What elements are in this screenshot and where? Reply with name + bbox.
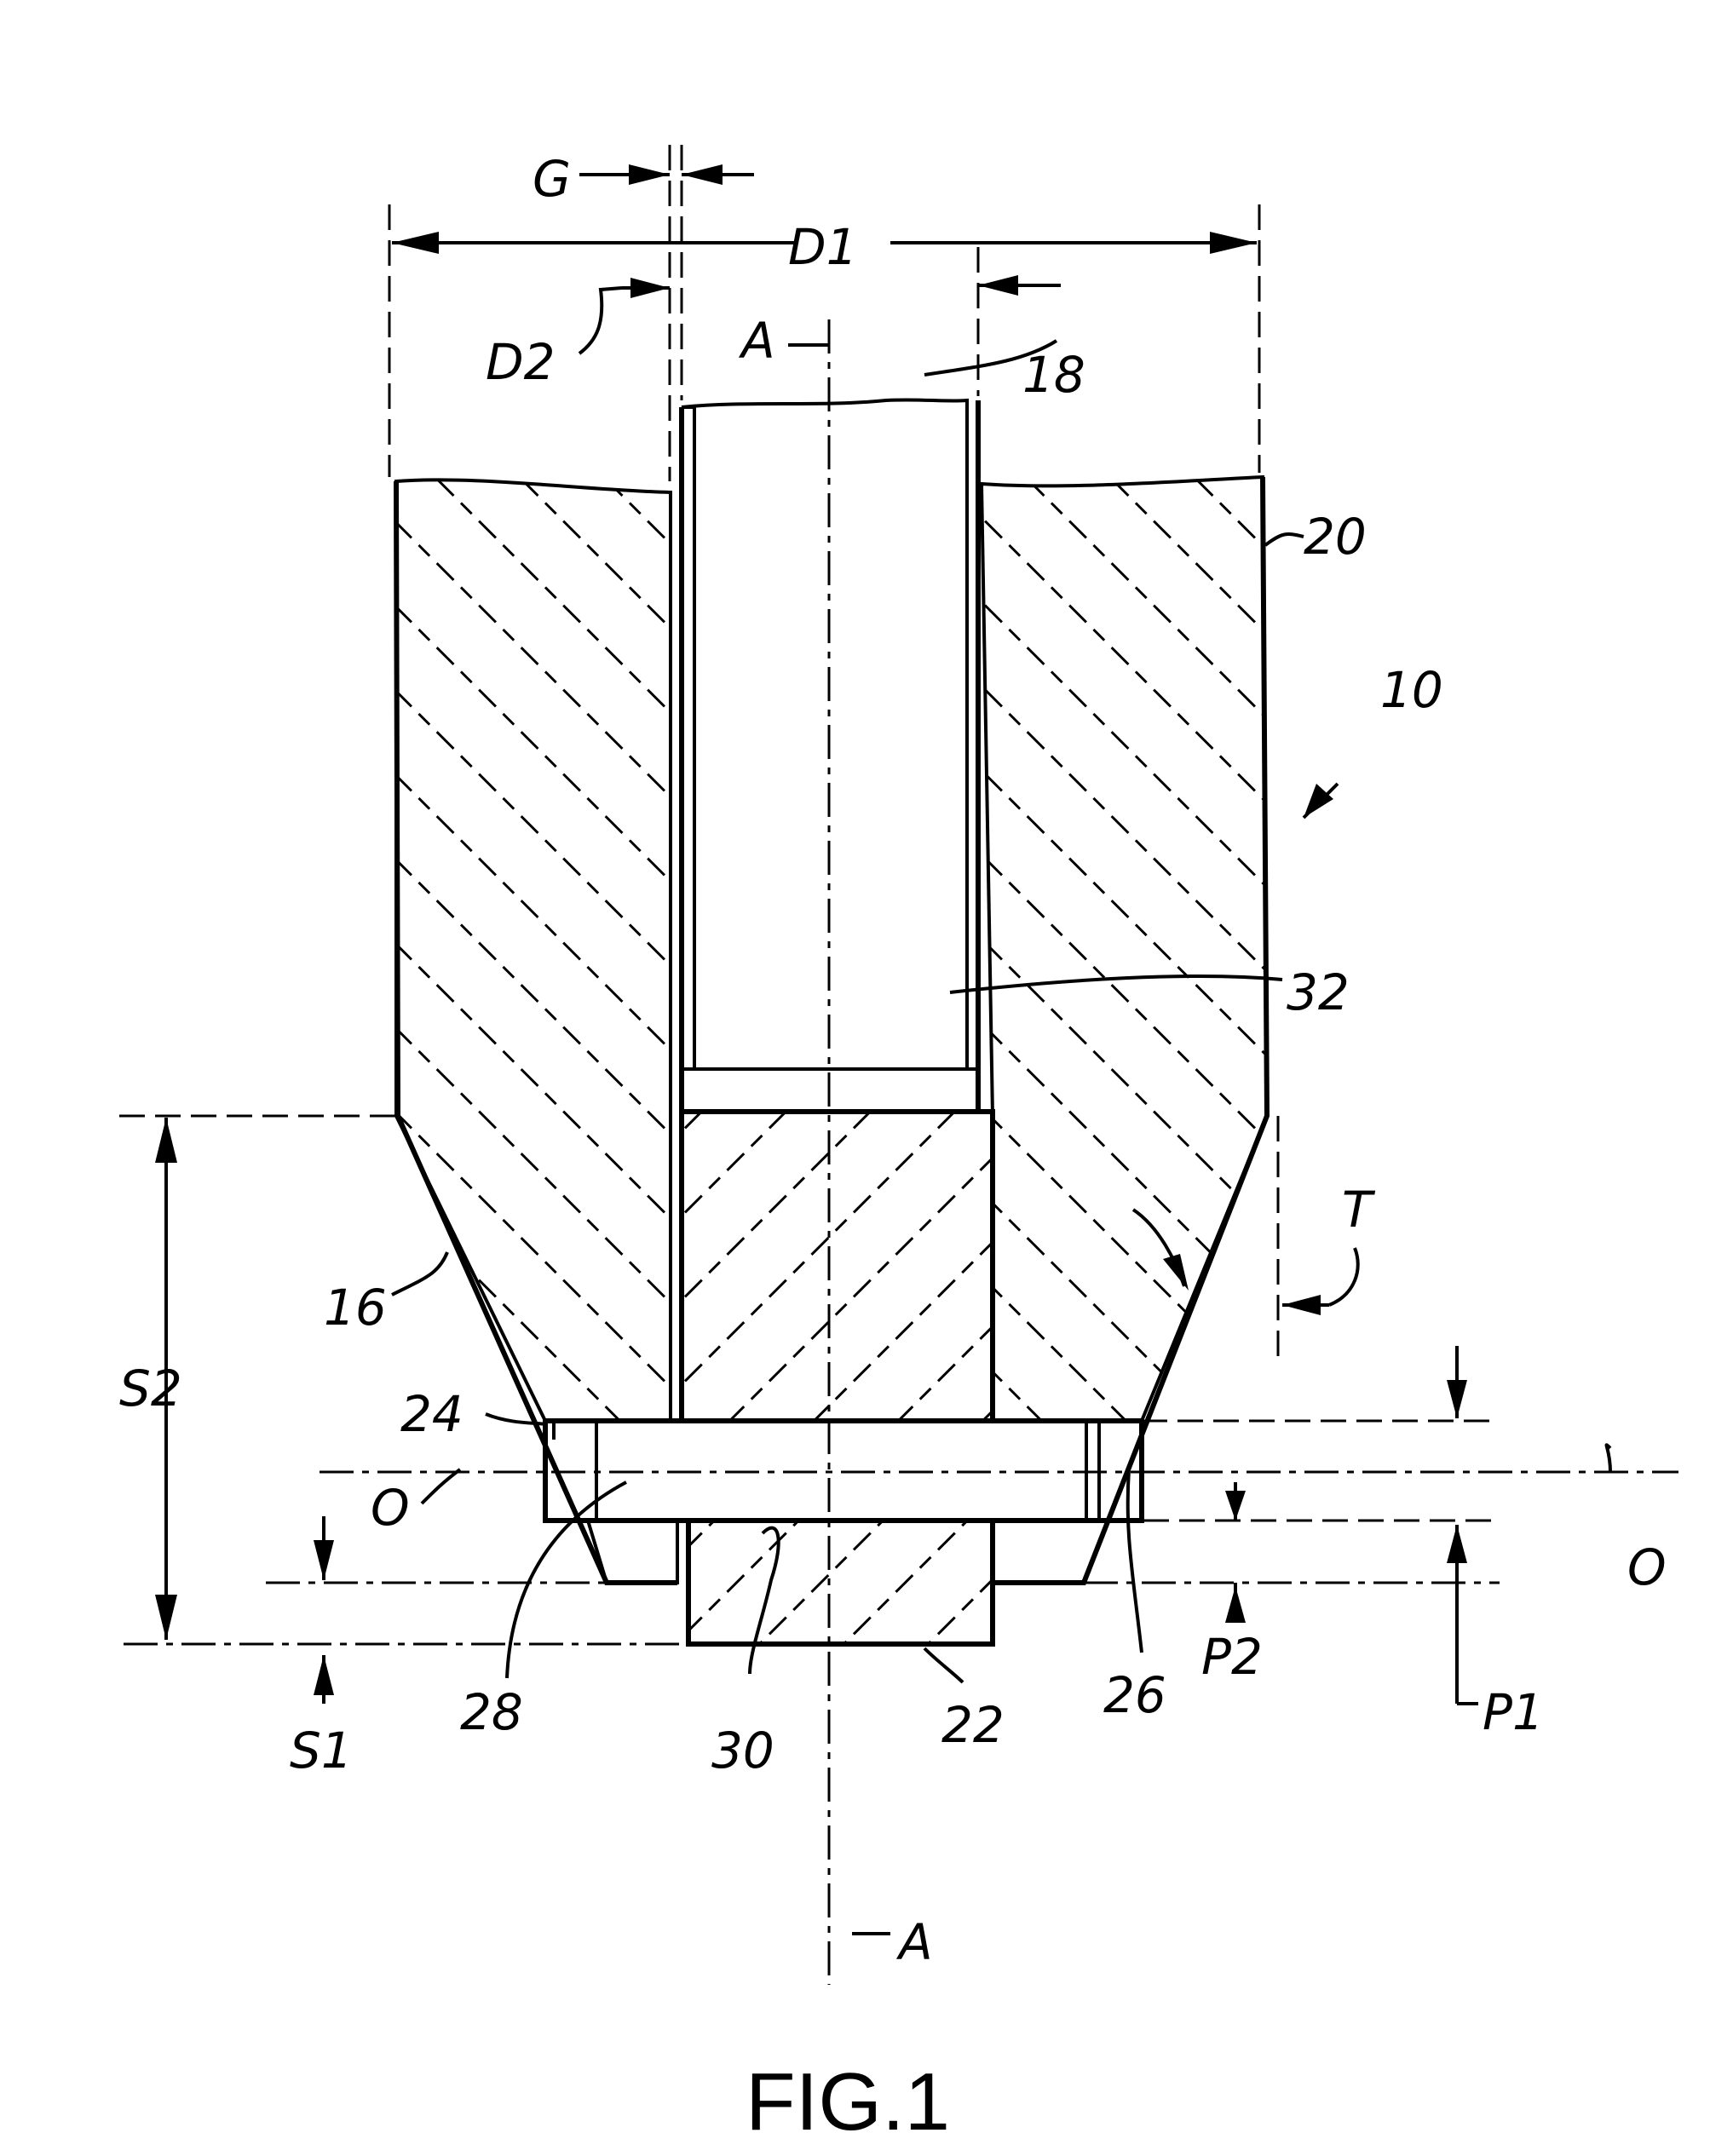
label-T: T — [1342, 1181, 1376, 1239]
label-G: G — [533, 150, 571, 208]
label-A-top: A — [738, 312, 775, 370]
dimension-lines — [119, 145, 1678, 1704]
label-16: 16 — [324, 1279, 387, 1337]
label-20: 20 — [1304, 508, 1367, 566]
label-S1: S1 — [290, 1722, 353, 1779]
label-O-left: O — [371, 1479, 410, 1537]
label-24: 24 — [400, 1385, 463, 1443]
label-30: 30 — [711, 1722, 774, 1779]
label-P1: P1 — [1483, 1683, 1544, 1741]
label-D2: D2 — [486, 333, 556, 391]
label-22: 22 — [941, 1696, 1005, 1754]
label-32: 32 — [1287, 963, 1350, 1021]
electrode-holder — [682, 400, 993, 1112]
nozzle-body-right — [982, 477, 1267, 1583]
label-P2: P2 — [1201, 1628, 1263, 1686]
label-18: 18 — [1022, 346, 1085, 404]
label-28: 28 — [460, 1683, 523, 1741]
insert — [682, 1112, 993, 1644]
label-10: 10 — [1380, 661, 1443, 719]
label-O-right: O — [1627, 1538, 1667, 1596]
label-A-bottom: A — [895, 1913, 933, 1971]
label-26: 26 — [1103, 1666, 1166, 1724]
reference-labels: G D1 D2 A 18 20 10 32 T 16 S2 24 O O 28 … — [119, 150, 1667, 1971]
label-D1: D1 — [788, 218, 858, 276]
figure-caption: FIG.1 — [746, 2056, 950, 2147]
label-S2: S2 — [119, 1360, 182, 1417]
